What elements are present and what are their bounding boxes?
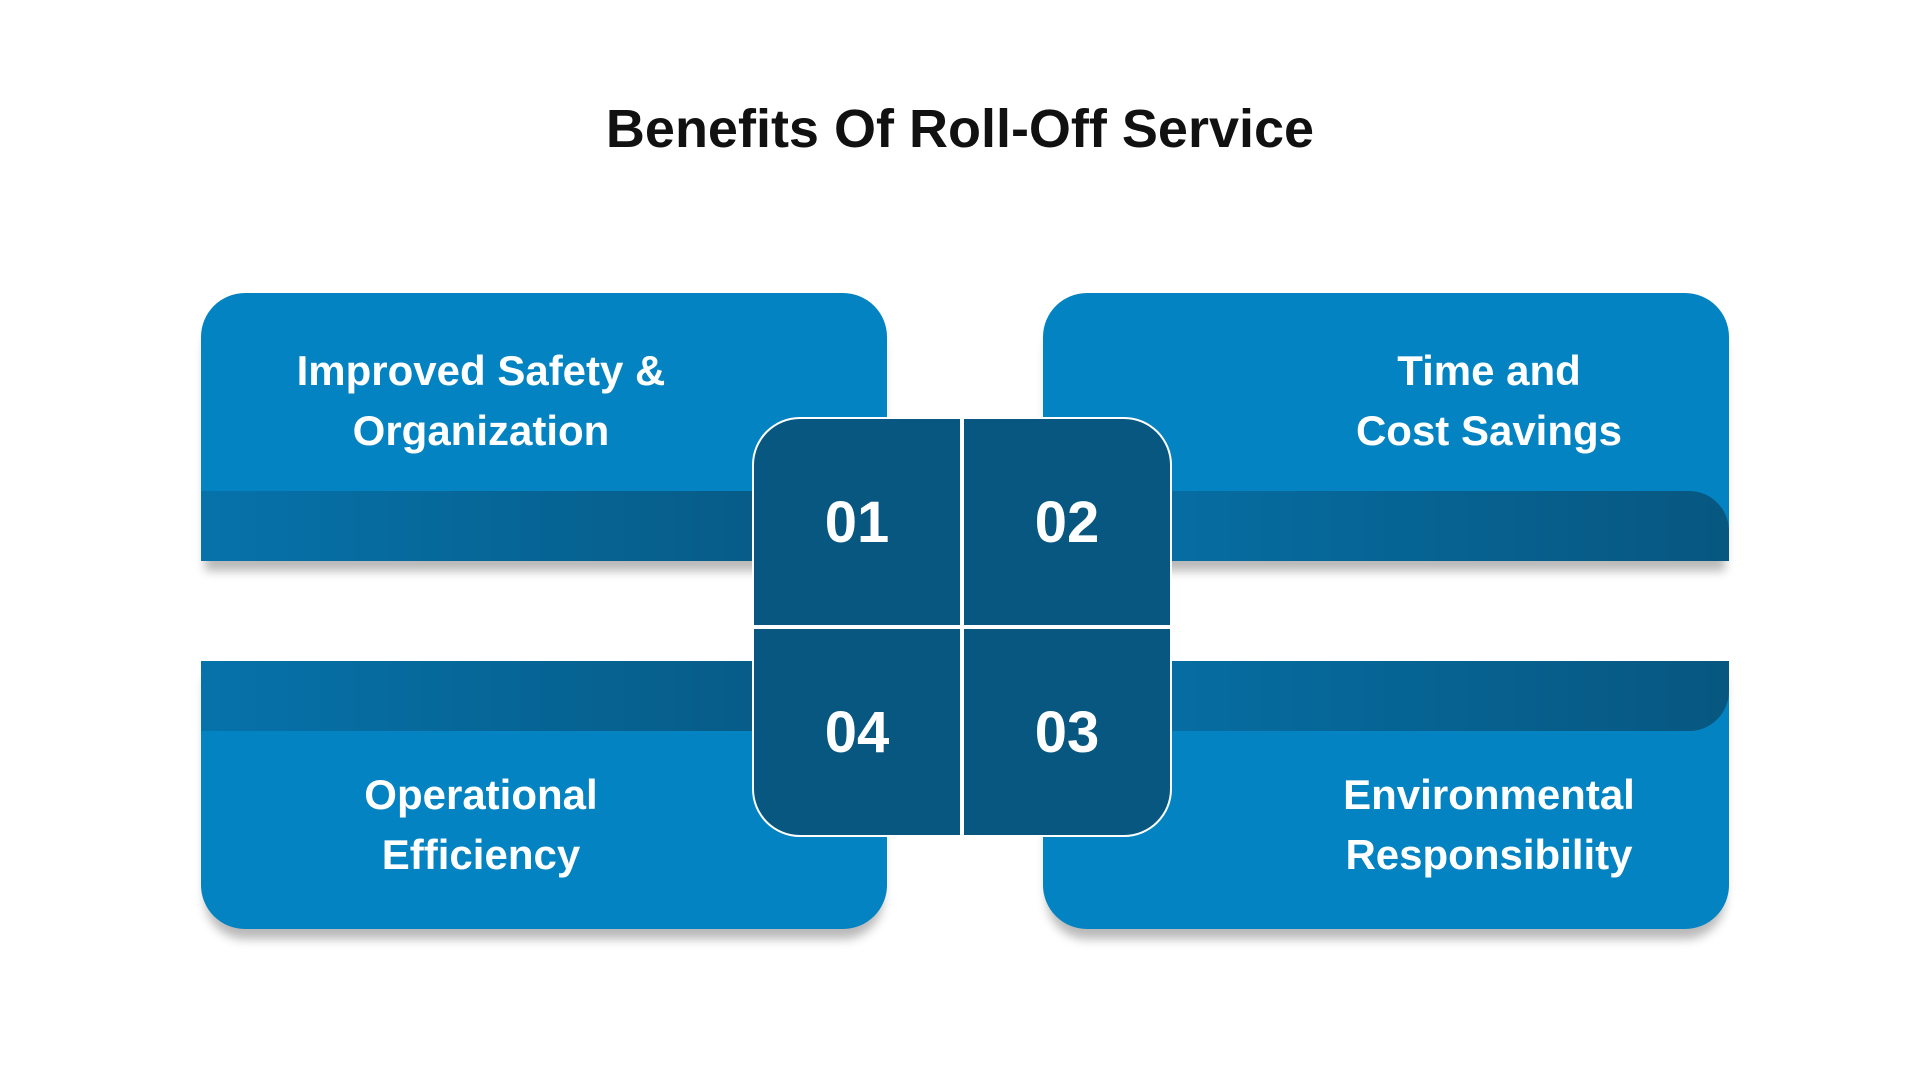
benefit-label-01: Improved Safety & Organization <box>296 347 666 454</box>
number-cell-04: 04 <box>754 629 960 835</box>
number-cell-01: 01 <box>754 419 960 625</box>
benefit-label-03: Environmental Responsibility <box>1343 771 1635 878</box>
benefit-label-02: Time and Cost Savings <box>1355 347 1623 454</box>
benefit-label-04: Operational Efficiency <box>364 771 598 878</box>
number-cell-03: 03 <box>964 629 1170 835</box>
page-title: Benefits Of Roll-Off Service <box>605 99 1315 159</box>
number-cell-02: 02 <box>964 419 1170 625</box>
number-hub: 01 02 04 03 <box>754 419 1170 835</box>
